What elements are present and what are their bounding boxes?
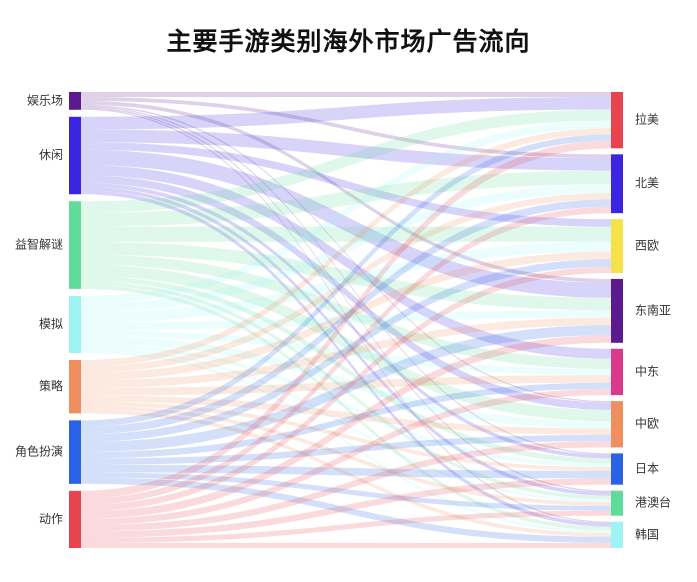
target-label: 北美 bbox=[635, 176, 659, 190]
flow-link bbox=[81, 350, 611, 533]
flow-link bbox=[81, 347, 611, 502]
source-node bbox=[69, 360, 81, 414]
source-label: 角色扮演 bbox=[15, 444, 63, 459]
flow-link bbox=[81, 401, 611, 471]
flow-link bbox=[81, 375, 611, 396]
flow-link bbox=[81, 186, 611, 496]
flow-link bbox=[81, 105, 611, 455]
target-label: 韩国 bbox=[635, 526, 659, 541]
target-node bbox=[611, 521, 623, 548]
flow-link bbox=[81, 129, 611, 171]
flow-link bbox=[81, 259, 611, 442]
source-node bbox=[69, 295, 81, 354]
flow-link bbox=[81, 477, 611, 543]
source-node bbox=[69, 116, 81, 195]
flow-link bbox=[81, 310, 611, 331]
flow-link bbox=[81, 165, 611, 359]
flow-link bbox=[81, 251, 611, 381]
flow-link bbox=[81, 97, 611, 159]
flow-link bbox=[81, 128, 611, 367]
target-node bbox=[611, 92, 623, 149]
source-label: 娱乐场 bbox=[27, 93, 63, 107]
target-node bbox=[611, 401, 623, 448]
flow-link bbox=[81, 285, 611, 531]
flow-link bbox=[81, 109, 611, 213]
flow-link bbox=[81, 184, 611, 313]
flow-link bbox=[81, 120, 611, 304]
flow-link bbox=[81, 100, 611, 283]
target-node bbox=[611, 348, 623, 396]
flow-link bbox=[81, 409, 611, 537]
flow-link bbox=[81, 134, 611, 427]
flow-link bbox=[81, 382, 611, 459]
flow-link bbox=[81, 478, 611, 538]
source-label: 休闲 bbox=[39, 148, 63, 162]
target-label: 西欧 bbox=[635, 239, 659, 253]
source-label: 策略 bbox=[39, 378, 63, 393]
flow-link bbox=[81, 510, 611, 543]
flow-link bbox=[81, 336, 611, 429]
source-label: 益智解谜 bbox=[15, 237, 63, 252]
source-label: 动作 bbox=[39, 512, 63, 526]
flow-links bbox=[81, 92, 611, 548]
flow-link bbox=[81, 104, 611, 403]
source-node bbox=[69, 490, 81, 548]
flow-link bbox=[81, 344, 611, 468]
flow-link bbox=[81, 276, 611, 464]
flow-link bbox=[81, 388, 611, 526]
flow-link bbox=[81, 434, 611, 465]
flow-link bbox=[81, 330, 611, 376]
flow-link bbox=[81, 264, 611, 422]
flow-link bbox=[81, 241, 611, 311]
flow-link bbox=[81, 206, 611, 505]
source-node bbox=[69, 420, 81, 484]
flow-link bbox=[81, 472, 611, 511]
target-node bbox=[611, 453, 623, 485]
target-label: 日本 bbox=[635, 462, 659, 476]
flow-link bbox=[81, 395, 611, 435]
flow-link bbox=[81, 175, 611, 410]
flow-link bbox=[81, 405, 611, 506]
flow-link bbox=[81, 266, 611, 512]
target-label: 拉美 bbox=[635, 112, 659, 127]
flow-link bbox=[81, 542, 611, 548]
flow-link bbox=[81, 317, 611, 388]
source-node bbox=[69, 92, 81, 110]
source-label: 模拟 bbox=[39, 317, 63, 331]
target-node bbox=[611, 219, 623, 273]
target-label: 东南亚 bbox=[635, 302, 671, 317]
chart-title: 主要手游类别海外市场广告流向 bbox=[166, 27, 531, 56]
target-label: 港澳台 bbox=[635, 495, 671, 510]
nodes bbox=[69, 92, 623, 548]
flow-link bbox=[81, 281, 611, 500]
flow-link bbox=[81, 92, 611, 98]
target-node bbox=[611, 490, 623, 516]
flow-link bbox=[81, 149, 611, 298]
source-node bbox=[69, 201, 81, 289]
flow-link bbox=[81, 335, 611, 519]
target-node bbox=[611, 154, 623, 214]
flow-link bbox=[81, 226, 611, 242]
flow-link bbox=[81, 182, 611, 459]
target-node bbox=[611, 278, 623, 343]
target-label: 中欧 bbox=[635, 416, 659, 431]
flow-link bbox=[81, 464, 611, 479]
flow-link bbox=[81, 241, 611, 323]
flow-link bbox=[81, 325, 611, 453]
flow-link bbox=[81, 170, 611, 227]
flow-link bbox=[81, 140, 611, 499]
flow-link bbox=[81, 97, 611, 130]
flow-link bbox=[81, 441, 611, 532]
target-label: 中东 bbox=[635, 363, 659, 378]
flow-link bbox=[81, 254, 611, 369]
flow-link bbox=[81, 199, 611, 435]
flow-link bbox=[81, 190, 611, 527]
flow-link bbox=[81, 107, 611, 492]
flow-link bbox=[81, 142, 611, 227]
flow-link bbox=[81, 193, 611, 373]
flow-link bbox=[81, 108, 611, 523]
